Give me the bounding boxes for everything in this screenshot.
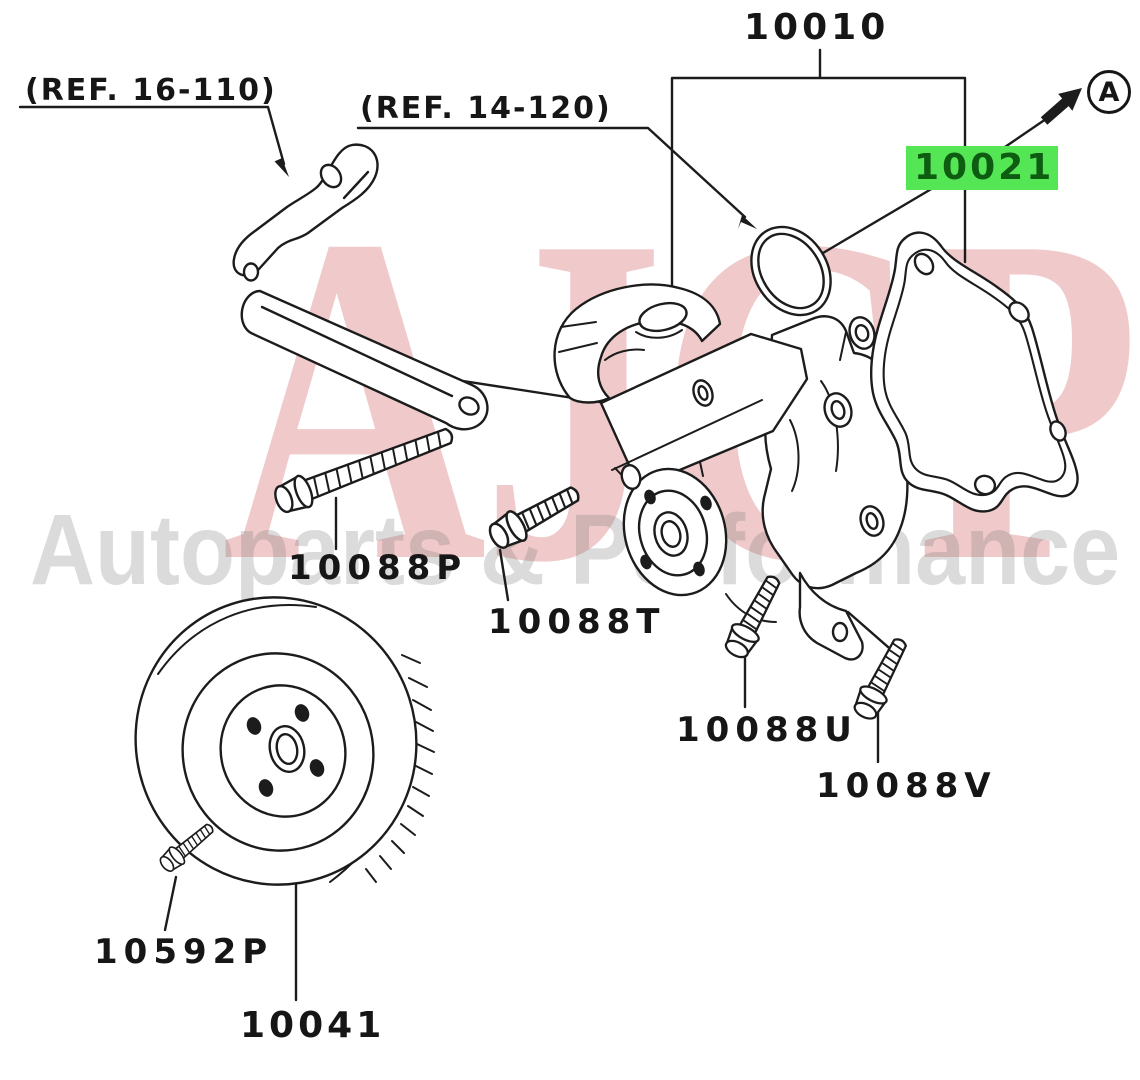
bolt-10088t-drawing <box>483 476 587 555</box>
pulley-drawing <box>134 596 435 886</box>
part-label-10088p: 10088P <box>288 548 468 588</box>
part-label-10592p: 10592P <box>94 932 274 972</box>
o-ring-drawing <box>750 225 832 317</box>
thermostat-housing-drawing <box>553 283 722 404</box>
bracket-drawing <box>232 143 489 431</box>
ref-label-16-110: (REF. 16-110) <box>25 73 277 108</box>
bolt-10088u-drawing <box>719 569 789 663</box>
part-label-10088t: 10088T <box>488 602 666 642</box>
part-label-10010: 10010 <box>744 7 890 48</box>
part-label-10088u: 10088U <box>676 710 858 750</box>
bolt-10088p-drawing <box>274 427 454 514</box>
ref-label-14-120: (REF. 14-120) <box>360 91 612 126</box>
part-label-10041: 10041 <box>240 1005 386 1046</box>
view-marker-a: A <box>1087 70 1131 114</box>
gasket-drawing <box>869 231 1079 513</box>
watermark-subtitle: Autoparts & Performance <box>30 494 1121 606</box>
part-label-10088v: 10088V <box>816 766 997 806</box>
leader-lines <box>18 48 1048 1002</box>
direction-arrow-icon <box>1040 88 1082 125</box>
part-label-10021-highlighted: 10021 <box>906 146 1058 190</box>
